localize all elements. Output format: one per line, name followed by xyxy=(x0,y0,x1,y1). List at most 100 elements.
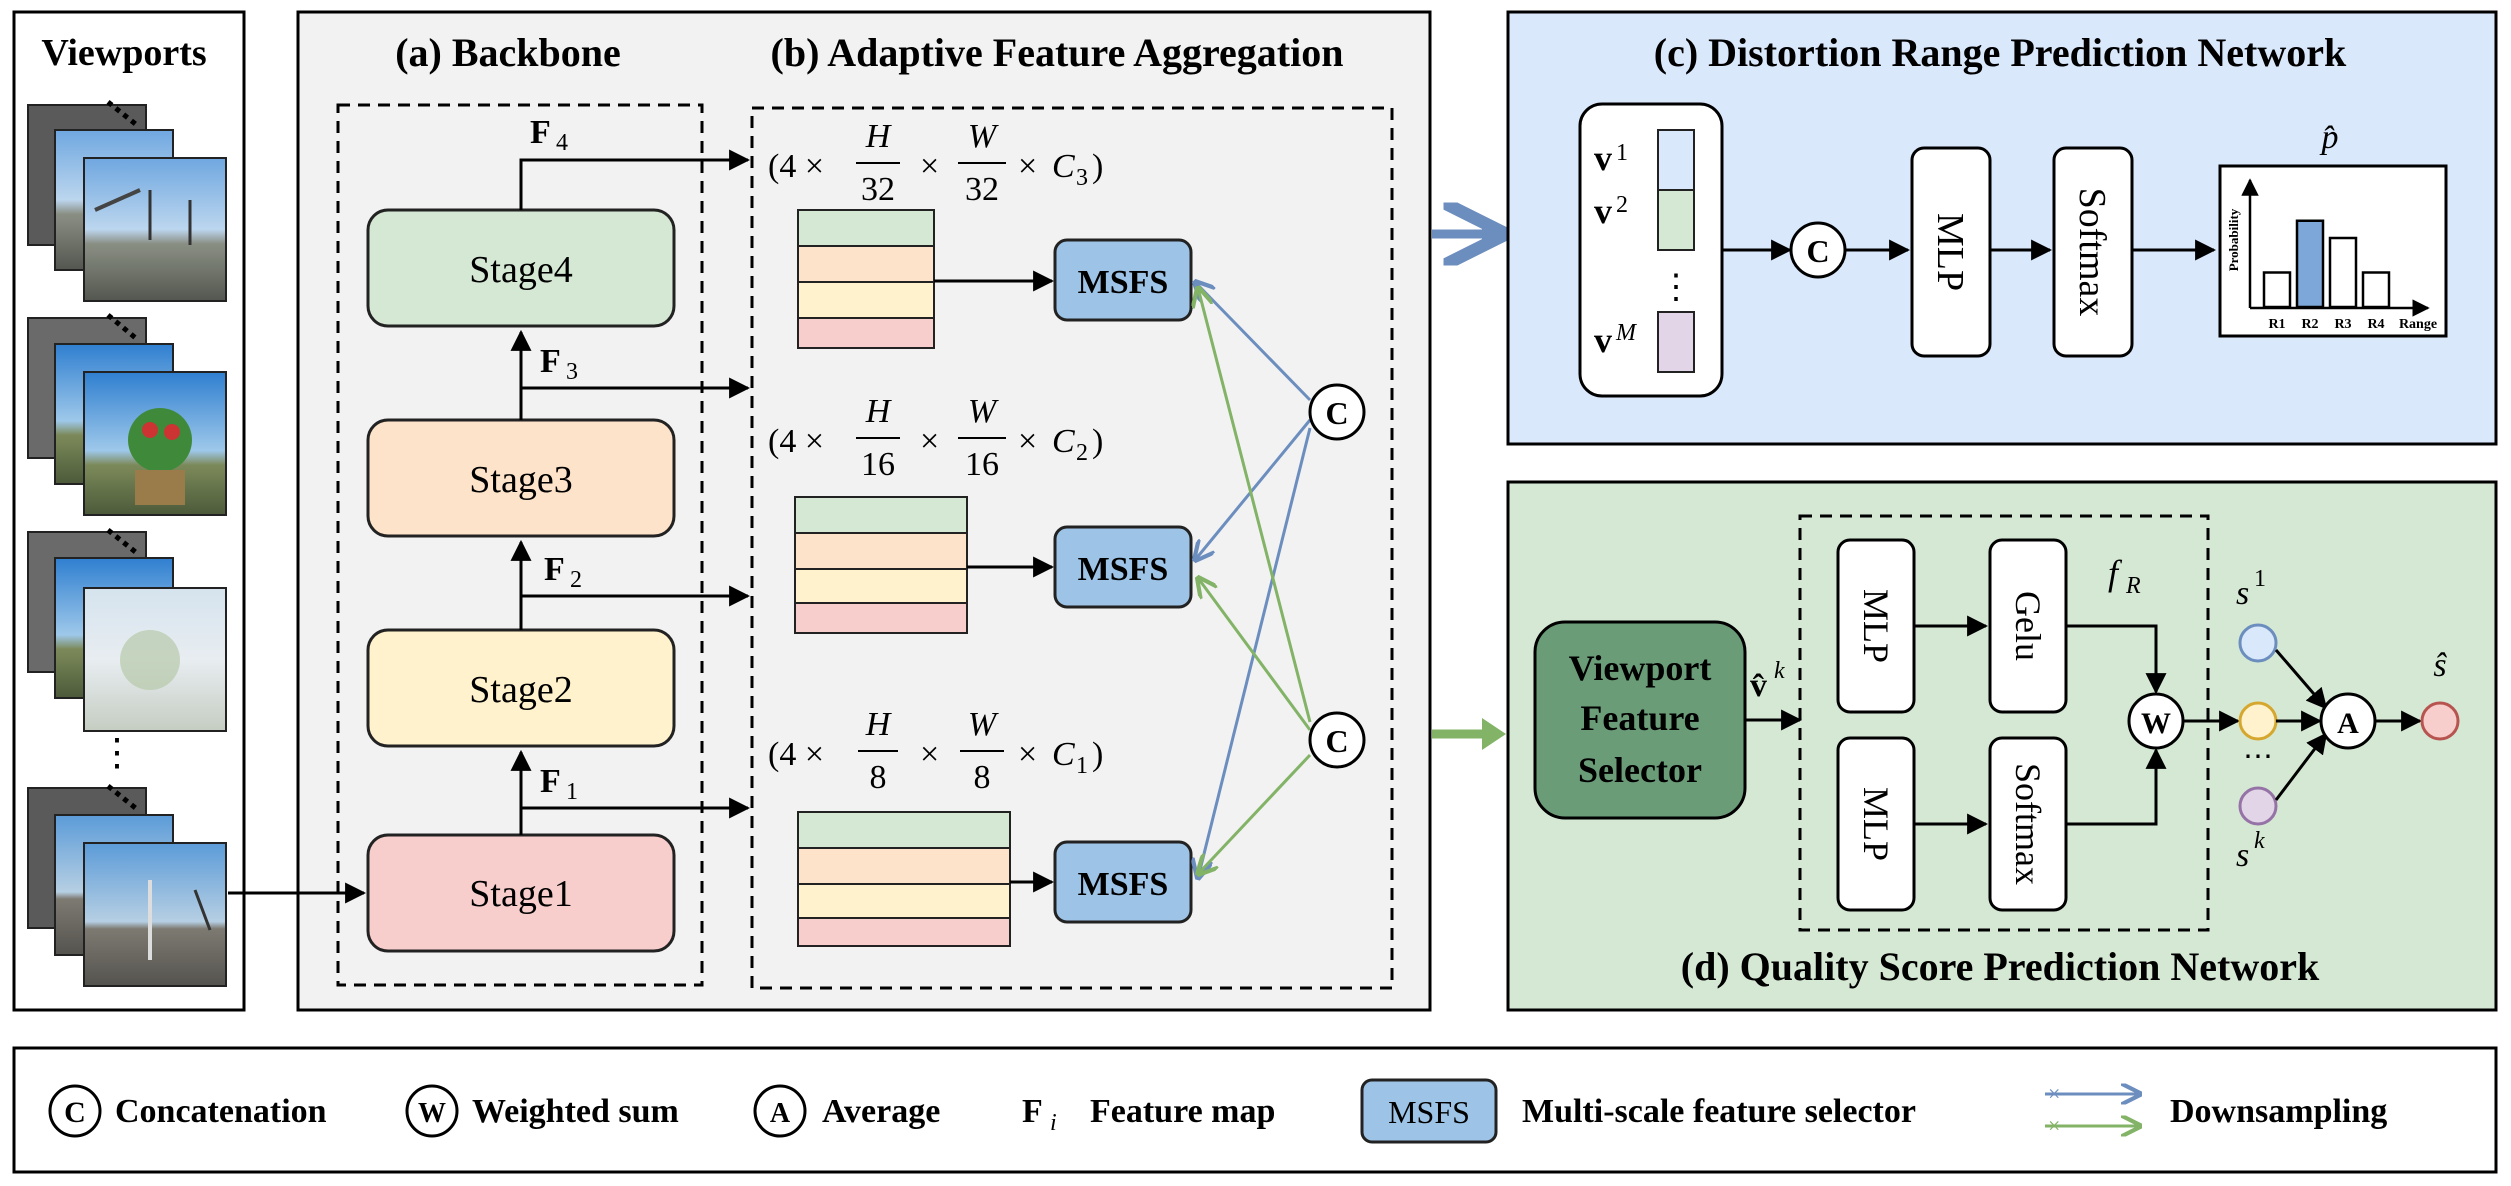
tick-r4: R4 xyxy=(2367,317,2384,332)
svg-text:×: × xyxy=(920,423,939,460)
legend-weighted-symbol: W xyxy=(418,1098,446,1129)
svg-text:(4 ×: (4 × xyxy=(768,736,824,773)
legend-feature-map: F i Feature map xyxy=(1022,1093,1275,1136)
legend-concat-text: Concatenation xyxy=(115,1093,327,1130)
backbone-title: (a) Backbone xyxy=(395,30,621,75)
backbone-aggregation-panel: (a) Backbone (b) Adaptive Feature Aggreg… xyxy=(228,10,1432,1012)
svg-text:F: F xyxy=(1022,1093,1043,1130)
distortion-mlp-box xyxy=(1910,146,1992,358)
svg-text:×: × xyxy=(1018,423,1037,460)
f3-label: F 3 xyxy=(540,343,578,385)
aggregation-box xyxy=(750,106,1394,990)
viewport-stack-4 xyxy=(27,784,227,987)
score-dots: ⋯ xyxy=(2243,740,2273,773)
vector-v2: v 2 xyxy=(1594,189,1695,251)
svg-text:×: × xyxy=(2048,1113,2060,1138)
svg-text:F: F xyxy=(530,114,551,151)
viewports-ellipsis: ⋮ xyxy=(98,732,136,774)
svg-text:W: W xyxy=(968,118,999,155)
s-hat-output: ŝ xyxy=(2420,647,2460,741)
chart-x-label: Range xyxy=(2399,317,2437,332)
viewports-panel: Viewports xyxy=(12,10,246,1012)
svg-text:2: 2 xyxy=(570,567,582,593)
svg-text:R: R xyxy=(2125,573,2141,599)
svg-text:v̂: v̂ xyxy=(1750,667,1767,704)
score-s1: s 1 xyxy=(2236,566,2278,663)
feature-stack-3 xyxy=(797,811,1011,947)
svg-text:(4 ×: (4 × xyxy=(768,148,824,185)
stage2-label: Stage2 xyxy=(469,669,572,711)
svg-text:16: 16 xyxy=(861,446,895,483)
svg-text:16: 16 xyxy=(965,446,999,483)
svg-text:v: v xyxy=(1594,138,1612,178)
svg-text:×: × xyxy=(1018,736,1037,773)
svg-text:i: i xyxy=(1050,1110,1057,1136)
msfs-label-1: MSFS xyxy=(1078,264,1169,301)
svg-text:2: 2 xyxy=(1076,440,1088,466)
svg-text:1: 1 xyxy=(1616,140,1628,166)
weighted-sum-symbol: W xyxy=(2141,707,2171,740)
svg-text:C: C xyxy=(1052,423,1075,460)
svg-text:v: v xyxy=(1594,320,1612,360)
selector-line-2: Feature xyxy=(1580,698,1699,738)
shape-label-3: (4 × H 8 × W 8 × C 1 ) xyxy=(768,706,1103,796)
stage3-label: Stage3 xyxy=(469,459,572,501)
distortion-concat-symbol: C xyxy=(1806,233,1829,269)
v-hat-k-label: v̂ k xyxy=(1750,658,1785,704)
concat-circle-1 xyxy=(1308,383,1366,441)
svg-text:×: × xyxy=(920,148,939,185)
svg-text:k: k xyxy=(2254,828,2265,854)
svg-text:H: H xyxy=(865,393,893,430)
svg-text:ŝ: ŝ xyxy=(2433,647,2447,684)
legend-average-circle xyxy=(753,1084,807,1138)
quality-mlp-top-label: MLP xyxy=(1856,589,1896,663)
svg-text:F: F xyxy=(540,763,561,800)
distortion-softmax-box xyxy=(2052,146,2134,358)
svg-text:M: M xyxy=(1615,320,1638,346)
svg-text:3: 3 xyxy=(566,359,578,385)
probability-bar-4 xyxy=(2361,271,2391,309)
probability-bar-3 xyxy=(2328,236,2358,309)
quality-title: (d) Quality Score Prediction Network xyxy=(1681,944,2320,989)
viewports-title: Viewports xyxy=(41,32,206,74)
vector-v1: v 1 xyxy=(1594,129,1695,191)
svg-text:8: 8 xyxy=(974,759,991,796)
shape-label-1: (4 × H 32 × W 32 × C 3 ) xyxy=(768,118,1103,208)
selector-line-1: Viewport xyxy=(1569,648,1712,688)
msfs-label-2: MSFS xyxy=(1078,551,1169,588)
svg-text:×: × xyxy=(1018,148,1037,185)
stage4-label: Stage4 xyxy=(469,249,572,291)
viewport-stack-3 xyxy=(27,528,227,732)
feature-stack-1 xyxy=(797,209,935,349)
svg-text:): ) xyxy=(1092,736,1103,773)
vector-dots: ⋮ xyxy=(1659,269,1693,306)
f1-label: F 1 xyxy=(540,763,578,805)
backbone-box xyxy=(336,103,704,987)
svg-text:(4 ×: (4 × xyxy=(768,423,824,460)
quality-inner-box xyxy=(1798,514,2210,932)
svg-text:): ) xyxy=(1092,423,1103,460)
svg-text:32: 32 xyxy=(965,171,999,208)
shape-label-2: (4 × H 16 × W 16 × C 2 ) xyxy=(768,393,1103,483)
svg-text:1: 1 xyxy=(2254,566,2266,592)
probability-chart: p̂ Probability R1 R2 R3 R4 Range xyxy=(2218,119,2448,338)
distortion-softmax-label: Softmax xyxy=(2071,188,2113,317)
legend-downsampling-text: Downsampling xyxy=(2170,1093,2387,1130)
svg-text:1: 1 xyxy=(566,779,578,805)
tick-r1: R1 xyxy=(2268,317,2285,332)
legend-downsampling-arrows: × × xyxy=(2045,1081,2140,1138)
svg-text:C: C xyxy=(1052,736,1075,773)
tick-r3: R3 xyxy=(2334,317,2351,332)
svg-text:v: v xyxy=(1594,191,1612,231)
legend-average-text: Average xyxy=(822,1093,940,1130)
svg-text:H: H xyxy=(865,706,893,743)
aggregation-title: (b) Adaptive Feature Aggregation xyxy=(771,30,1344,75)
concat-symbol-1: C xyxy=(1325,395,1348,431)
vector-vm: v M xyxy=(1594,311,1695,373)
svg-text:2: 2 xyxy=(1616,192,1628,218)
p-hat-label: p̂ xyxy=(2320,119,2339,156)
probability-bar-1 xyxy=(2262,271,2292,309)
svg-text:F: F xyxy=(544,551,565,588)
legend-weighted-circle xyxy=(405,1084,459,1138)
svg-text:C: C xyxy=(1052,148,1075,185)
